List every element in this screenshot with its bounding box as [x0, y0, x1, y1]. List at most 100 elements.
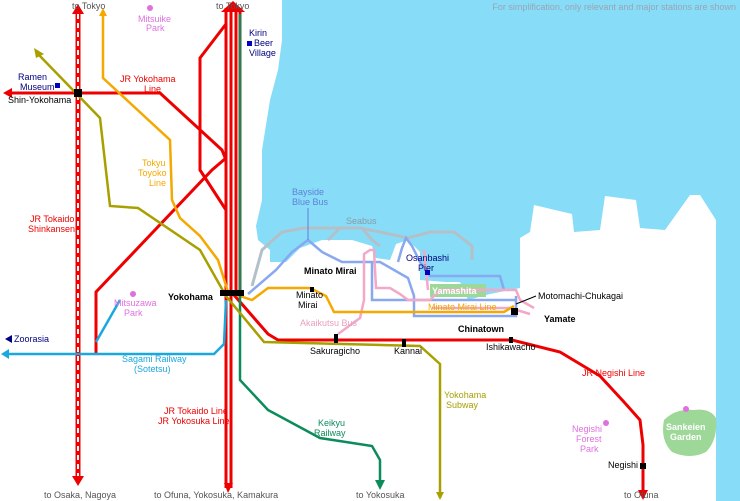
ishikawacho-station-marker — [509, 337, 513, 343]
kirin-beer-label-1[interactable]: Kirin — [249, 28, 267, 38]
kannai-station-marker — [402, 339, 406, 347]
sagami-railway-label-1[interactable]: Sagami Railway — [122, 354, 187, 364]
minatomirai-line-label[interactable]: Minato Mirai Line — [428, 302, 497, 312]
to-ofuna-negishi: to Ofuna — [624, 490, 659, 500]
negishi-station-marker — [640, 463, 646, 469]
jr-yokohama-line — [10, 23, 228, 354]
to-osaka: to Osaka, Nagoya — [44, 490, 116, 500]
tokyo-arrow-jr — [221, 1, 245, 12]
mitsuike-park-label-2[interactable]: Park — [146, 23, 165, 33]
sagami-railway-label-2[interactable]: (Sotetsu) — [134, 364, 171, 374]
tokyu-toyoko-label-1[interactable]: Tokyu — [142, 158, 166, 168]
akaikutsu-bus-label[interactable]: Akaikutsu Bus — [300, 318, 358, 328]
jr-yokohama-line-label-1[interactable]: JR Yokohama — [120, 74, 176, 84]
minatomirai-station-marker — [310, 287, 314, 292]
kirin-beer-label-2[interactable]: Beer — [254, 38, 273, 48]
zoorasia-arrow — [1, 349, 9, 359]
osaka-arrow — [72, 476, 84, 486]
yokohama-station-label[interactable]: Yokohama — [168, 292, 214, 302]
sakuragicho-station-marker — [334, 334, 338, 343]
bayside-blue-bus-line — [247, 235, 518, 318]
shinyokohama-label[interactable]: Shin-Yokohama — [8, 95, 71, 105]
negishi-station-label[interactable]: Negishi — [608, 460, 638, 470]
shinyokohama-arrow — [3, 88, 12, 98]
keikyu-label-2[interactable]: Railway — [314, 428, 346, 438]
jr-yokosuka-label[interactable]: JR Yokosuka Line — [158, 416, 230, 426]
minatomirai-area-label[interactable]: Minato Mirai — [304, 266, 357, 276]
jr-negishi-line — [232, 294, 645, 498]
kirin-beer-marker — [247, 41, 252, 46]
ishikawacho-label[interactable]: Ishikawacho — [486, 342, 536, 352]
mitsuike-flower-icon — [147, 5, 153, 11]
sakuragicho-label[interactable]: Sakuragicho — [310, 346, 360, 356]
negishi-forest-label-1[interactable]: Negishi — [572, 424, 602, 434]
zoorasia-label[interactable]: Zoorasia — [14, 334, 49, 344]
yokosuka-arrow — [375, 480, 385, 490]
ramen-museum-label-2[interactable]: Museum — [20, 82, 55, 92]
bayside-bus-label-2[interactable]: Blue Bus — [292, 197, 329, 207]
seabus-line — [250, 226, 474, 287]
kannai-label[interactable]: Kannai — [394, 346, 422, 356]
ramen-museum-marker — [55, 83, 60, 88]
shinyokohama-station-marker — [74, 89, 82, 97]
motomachi-label[interactable]: Motomachi-Chukagai — [538, 291, 623, 301]
minatomirai-station-label-2[interactable]: Mirai — [298, 300, 318, 310]
water-area — [256, 0, 740, 501]
sagami-railway-line — [6, 299, 228, 356]
subway-arrow-down — [436, 492, 444, 500]
to-yokosuka: to Yokosuka — [356, 490, 405, 500]
mitsuzawa-park-label-2[interactable]: Park — [124, 308, 143, 318]
keikyu-line — [238, 14, 382, 484]
mitsuike-park-label-1[interactable]: Mitsuike — [138, 14, 171, 24]
negishi-forest-label-3[interactable]: Park — [580, 444, 599, 454]
sankeien-flower-icon — [683, 406, 689, 412]
yokohama-subway-line — [37, 53, 442, 498]
to-tokyo-left: to Tokyo — [72, 1, 105, 11]
ofuna-arrow-jr — [224, 483, 233, 493]
to-ofuna-jr: to Ofuna, Yokosuka, Kamakura — [154, 490, 278, 500]
yamashita-label[interactable]: Yamashita — [432, 286, 478, 296]
shinkansen-label-1[interactable]: JR Tokaido — [30, 214, 74, 224]
subway-arrow-up — [34, 48, 44, 58]
negishi-forest-flower-icon — [603, 420, 609, 426]
shinkansen-label-2[interactable]: Shinkansen — [28, 224, 75, 234]
kirin-beer-label-3[interactable]: Village — [249, 48, 276, 58]
mitsuzawa-park-label-1[interactable]: Mitsuzawa — [114, 298, 157, 308]
jr-yokohama-line-label-2[interactable]: Line — [144, 84, 161, 94]
jr-negishi-label[interactable]: JR Negishi Line — [582, 368, 645, 378]
tokyo-arrow-shinkansen — [72, 4, 84, 14]
yamate-label[interactable]: Yamate — [544, 314, 576, 324]
station-markers — [74, 89, 646, 469]
osanbashi-label-1[interactable]: Osanbashi — [406, 253, 449, 263]
chinatown-label[interactable]: Chinatown — [458, 324, 504, 334]
simplification-note: For simplification, only relevant and ma… — [492, 2, 736, 12]
negishi-forest-label-2[interactable]: Forest — [576, 434, 602, 444]
subway-label-2[interactable]: Subway — [446, 400, 479, 410]
zoorasia-label-arrow — [5, 335, 12, 343]
tokyu-toyoko-label-3[interactable]: Line — [149, 178, 166, 188]
mitsuzawa-flower-icon — [130, 291, 136, 297]
sankeien-label-1[interactable]: Sankeien — [666, 422, 706, 432]
bayside-bus-label-1[interactable]: Bayside — [292, 187, 324, 197]
motomachi-station-marker — [511, 308, 518, 315]
subway-label-1[interactable]: Yokohama — [444, 390, 486, 400]
attraction-markers — [55, 41, 430, 275]
sankeien-label-2[interactable]: Garden — [670, 432, 702, 442]
tokyu-toyoko-label-2[interactable]: Toyoko — [138, 168, 167, 178]
tokyu-toyoko-line — [101, 14, 230, 293]
sankeien-garden-area — [663, 409, 717, 456]
motomachi-leader — [515, 295, 537, 305]
to-tokyo-right: to Tokyo — [216, 1, 249, 11]
minatomirai-station-label-1[interactable]: Minato — [296, 290, 323, 300]
osanbashi-label-2[interactable]: Pier — [418, 263, 434, 273]
tokyo-arrow-toyoko — [99, 8, 107, 16]
keikyu-label-1[interactable]: Keikyu — [318, 418, 345, 428]
jr-tokaido-label[interactable]: JR Tokaido Line — [164, 406, 228, 416]
yokohama-station-marker — [220, 290, 244, 296]
seabus-label[interactable]: Seabus — [346, 216, 377, 226]
park-flower-icons — [130, 5, 689, 426]
ramen-museum-label-1[interactable]: Ramen — [18, 72, 47, 82]
negishi-arrow — [638, 490, 648, 500]
